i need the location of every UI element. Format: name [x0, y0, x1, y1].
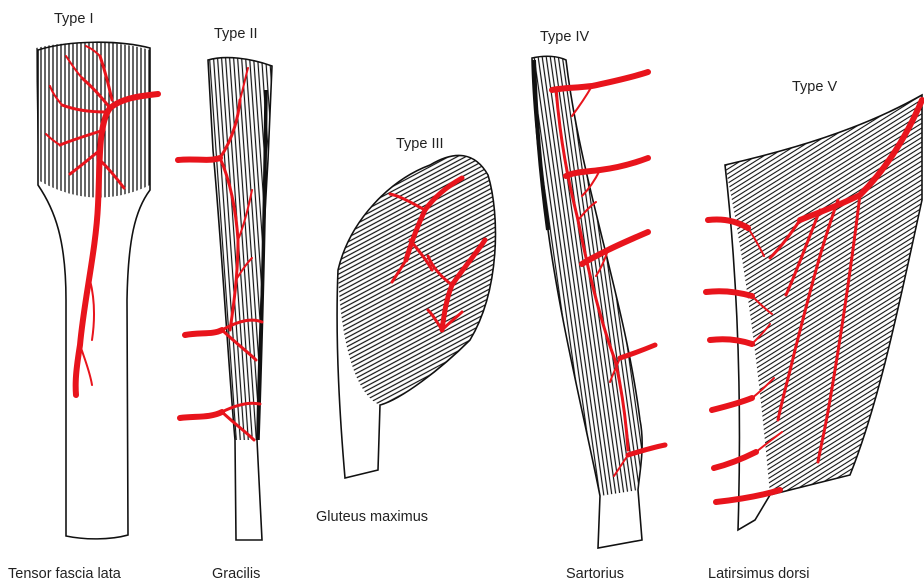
type-v-label: Type V: [792, 79, 837, 95]
tensor-fascia-lata-figure: [30, 38, 158, 539]
gluteus-maximus-label: Gluteus maximus: [316, 509, 428, 525]
tensor-fascia-lata-label: Tensor fascia lata: [8, 566, 122, 582]
gracilis-label: Gracilis: [212, 566, 260, 582]
type-i-label: Type I: [54, 11, 94, 27]
sartorius-figure: [525, 50, 665, 548]
type-iv-label: Type IV: [540, 29, 589, 45]
gracilis-figure: [178, 50, 280, 540]
type-iii-label: Type III: [396, 136, 444, 152]
type-ii-label: Type II: [214, 26, 258, 42]
gluteus-maximus-figure: [330, 150, 505, 478]
latissimus-dorsi-label: Latirsimus dorsi: [708, 566, 810, 582]
sartorius-label: Sartorius: [566, 566, 624, 582]
latissimus-dorsi-figure: [706, 90, 924, 530]
